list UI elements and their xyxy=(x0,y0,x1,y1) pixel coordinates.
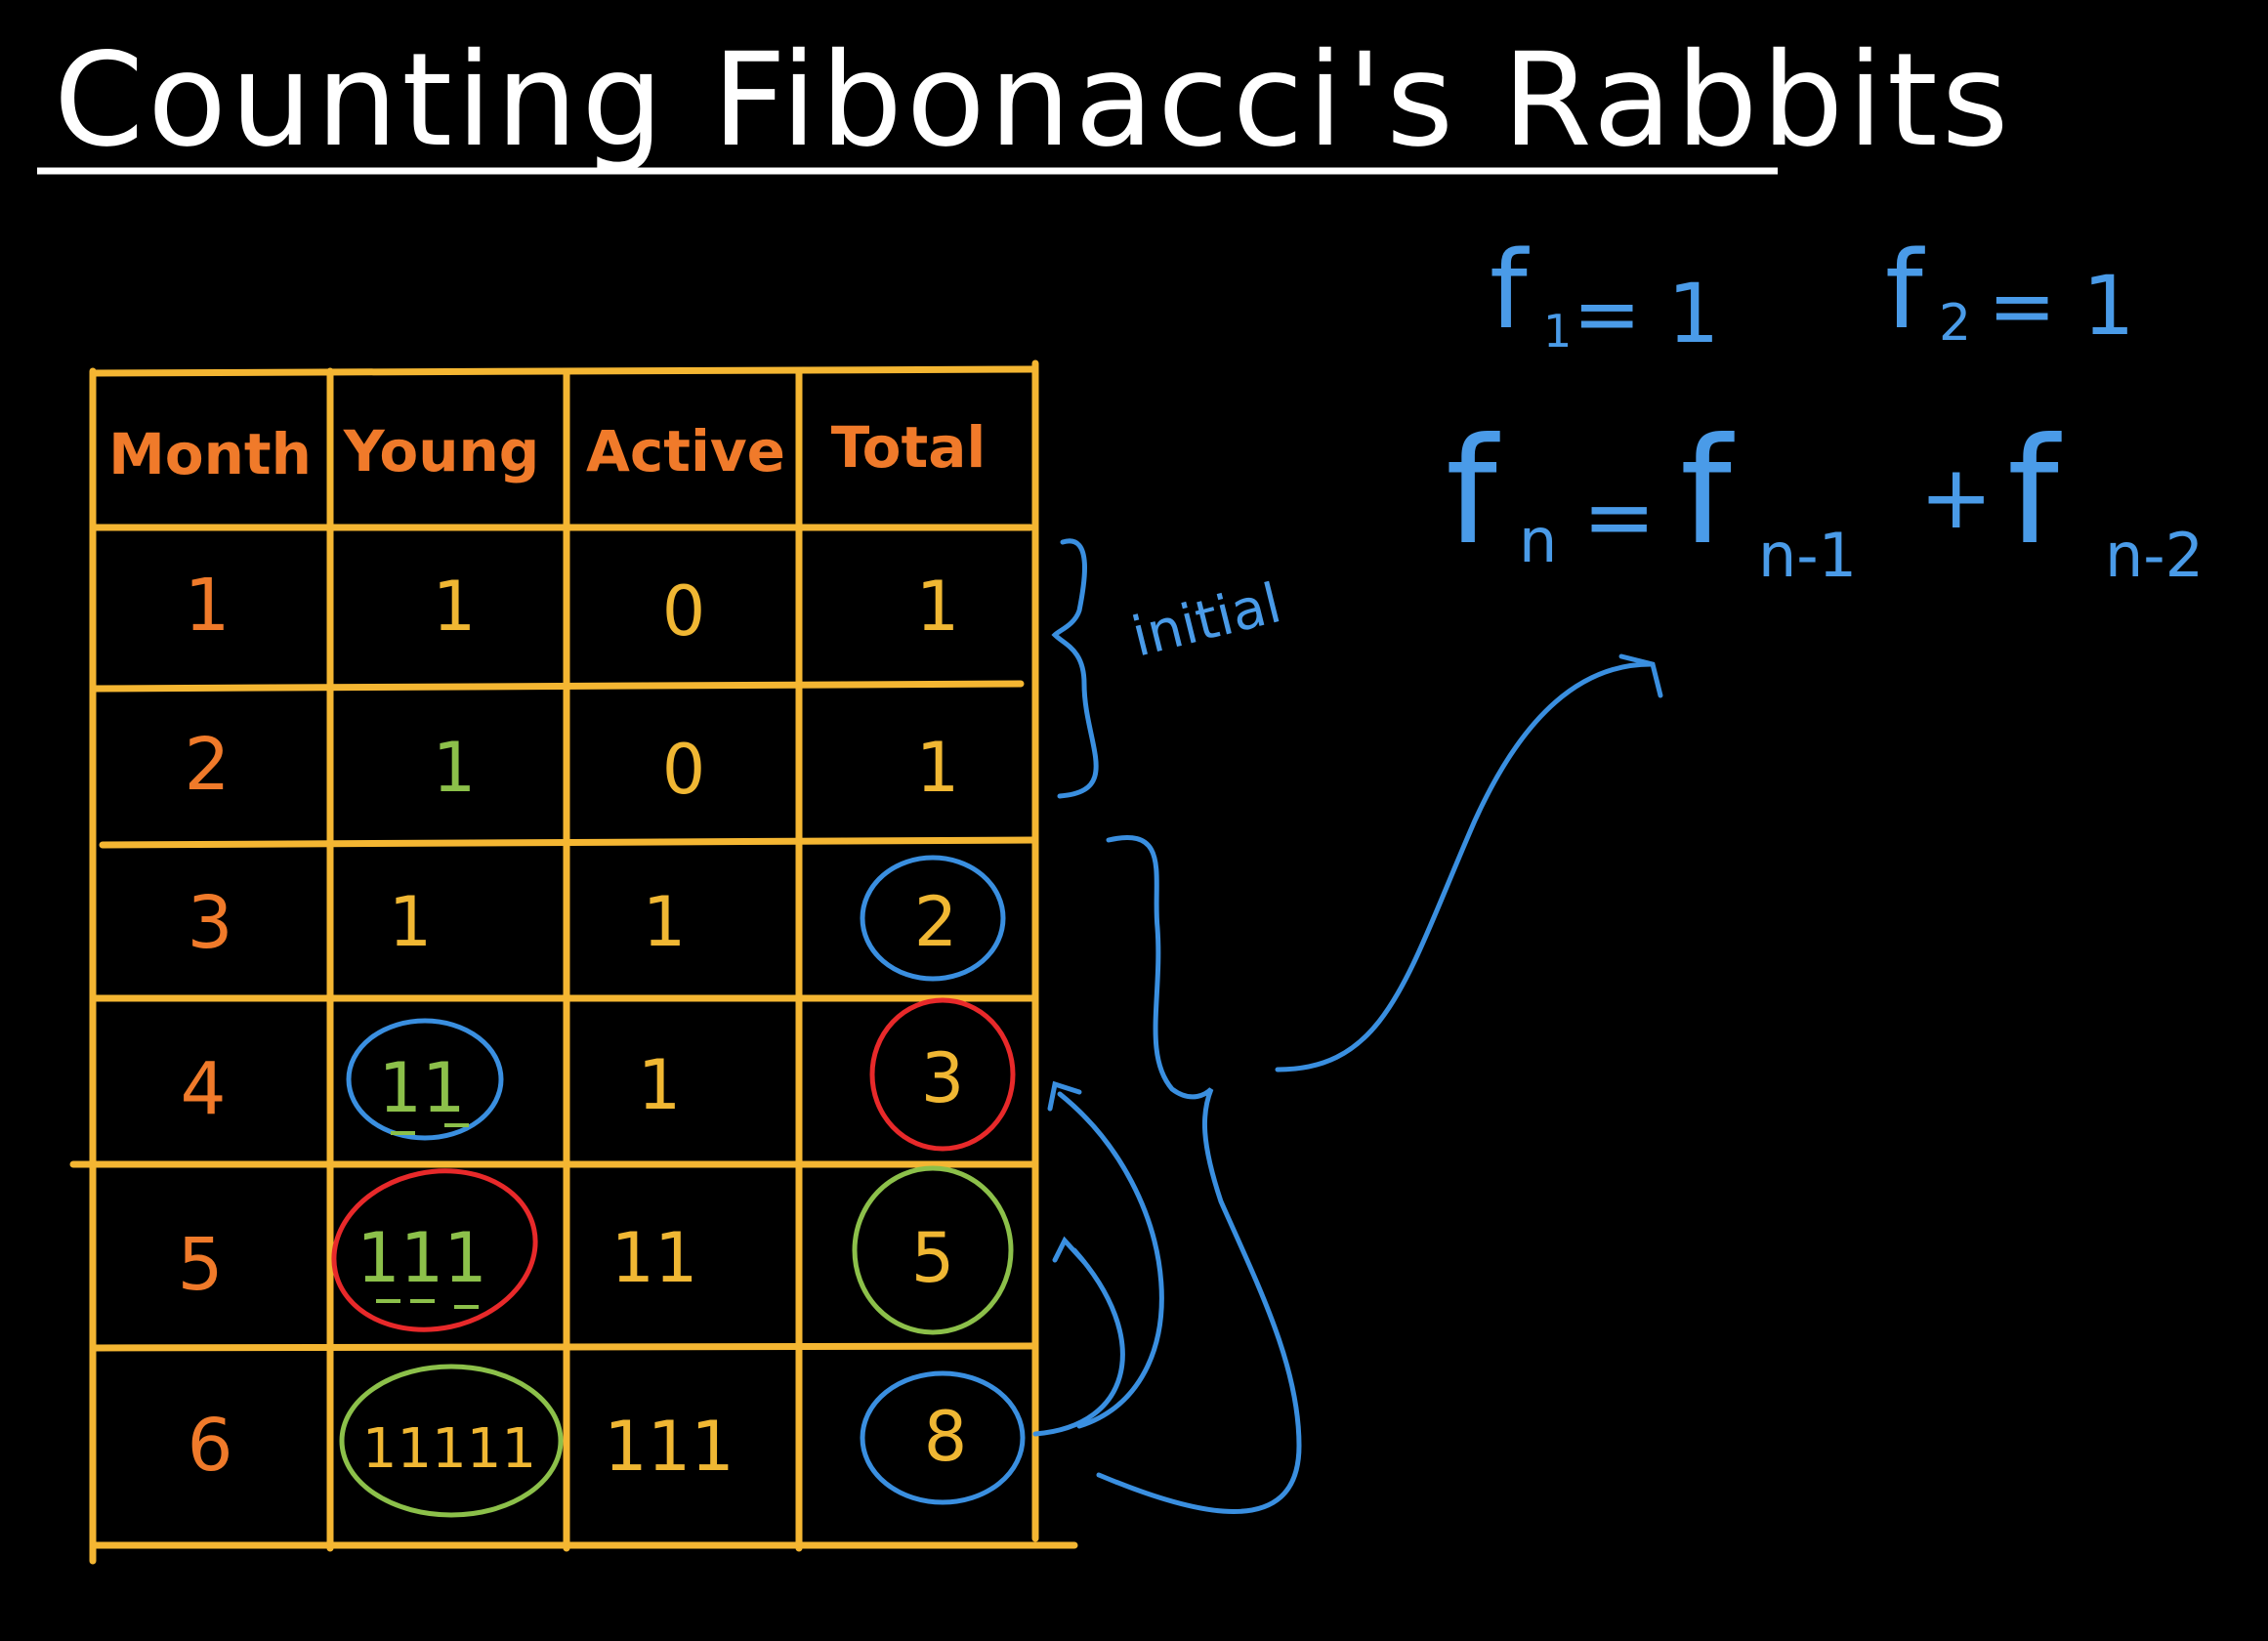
cell-active: 1 xyxy=(638,1045,682,1125)
page-title: Counting Fibonacci's Rabbits xyxy=(54,25,2013,176)
cell-active: 11 xyxy=(610,1218,697,1298)
cell-month: 1 xyxy=(184,564,230,648)
header-active: Active xyxy=(586,418,785,484)
cell-young: 11 xyxy=(378,1048,465,1128)
arrow-8-to-3 xyxy=(1057,1091,1164,1429)
cell-active: 0 xyxy=(662,571,706,652)
circle-total-3 xyxy=(860,855,1006,982)
f2-subscript: 2 xyxy=(1939,294,1971,353)
dash-marks xyxy=(376,1123,479,1309)
fn-subscript: n xyxy=(1519,505,1557,576)
cell-total: 5 xyxy=(911,1218,955,1298)
circle-young-5 xyxy=(331,1168,538,1332)
arrow-head-formula xyxy=(1618,653,1663,698)
cell-total: 1 xyxy=(916,567,960,647)
table-row-2: 2 1 0 1 xyxy=(184,723,959,810)
circle-young-6 xyxy=(339,1364,564,1518)
cell-total: 3 xyxy=(921,1038,965,1118)
f1-subscript: 1 xyxy=(1543,305,1572,358)
grid-line-h2 xyxy=(89,680,1025,693)
f1-symbol: f xyxy=(1490,228,1530,353)
table-row-1: 1 1 0 1 xyxy=(184,564,959,652)
grid-line-h3 xyxy=(99,836,1039,849)
f2-symbol: f xyxy=(1885,228,1925,353)
cell-active: 111 xyxy=(604,1407,735,1487)
cell-month: 6 xyxy=(187,1404,232,1488)
fn-1-subscript: n-1 xyxy=(1758,520,1857,591)
circle-young-4 xyxy=(346,1018,504,1141)
table-row-5: 5 111 11 5 xyxy=(177,1218,954,1307)
cell-young: 1 xyxy=(389,882,433,962)
table-row-3: 3 1 1 2 xyxy=(187,881,957,965)
grid-line-h0 xyxy=(89,365,1039,377)
f2-rhs: = 1 xyxy=(1988,258,2135,354)
cell-total: 1 xyxy=(916,728,960,808)
cell-total: 2 xyxy=(914,882,958,962)
table-row-4: 4 11 1 3 xyxy=(180,1038,964,1131)
circle-total-5 xyxy=(852,1165,1014,1335)
circle-total-4 xyxy=(869,997,1016,1152)
fn-2-symbol: f xyxy=(2007,407,2062,577)
cell-young: 1 xyxy=(433,728,477,808)
arrow-head-3 xyxy=(1047,1080,1082,1112)
fn-symbol: f xyxy=(1446,407,1500,577)
cell-month: 3 xyxy=(187,881,232,965)
arrow-to-formula xyxy=(1275,661,1654,1073)
cell-month: 2 xyxy=(184,723,230,807)
fn-1-symbol: f xyxy=(1680,407,1735,577)
header-total: Total xyxy=(831,414,986,481)
cell-young: 1 xyxy=(433,567,477,647)
plus-sign: + xyxy=(1919,446,1993,549)
value-circles xyxy=(331,855,1026,1518)
table-header: Month Young Active Total xyxy=(108,414,986,487)
arrow-8-to-5 xyxy=(1032,1247,1125,1437)
f1-rhs: = 1 xyxy=(1573,266,1720,361)
header-month: Month xyxy=(108,421,312,487)
cell-active: 0 xyxy=(662,730,706,810)
rabbit-table-grid xyxy=(69,359,1078,1565)
cell-young: 11111 xyxy=(362,1417,536,1481)
circle-total-6 xyxy=(860,1370,1026,1505)
cell-month: 5 xyxy=(177,1223,223,1307)
formula-f1: f 1 = 1 xyxy=(1490,228,1720,361)
initial-brace xyxy=(1051,538,1099,799)
large-brace xyxy=(1096,835,1302,1514)
grid-line-h6 xyxy=(89,1342,1039,1352)
equals-sign: = xyxy=(1582,466,1656,568)
cell-young: 111 xyxy=(357,1218,487,1298)
fn-2-subscript: n-2 xyxy=(2105,520,2204,591)
arrow-head-5 xyxy=(1052,1236,1087,1265)
table-row-6: 6 11111 111 8 xyxy=(187,1397,967,1488)
cell-total: 8 xyxy=(924,1397,968,1477)
cell-month: 4 xyxy=(180,1047,226,1131)
initial-label: initial xyxy=(1126,571,1287,669)
formula-f2: f 2 = 1 xyxy=(1885,228,2135,354)
recurrence-formula: f n = f n-1 + f n-2 xyxy=(1446,407,2204,591)
cell-active: 1 xyxy=(643,882,687,962)
header-young: Young xyxy=(343,418,540,484)
